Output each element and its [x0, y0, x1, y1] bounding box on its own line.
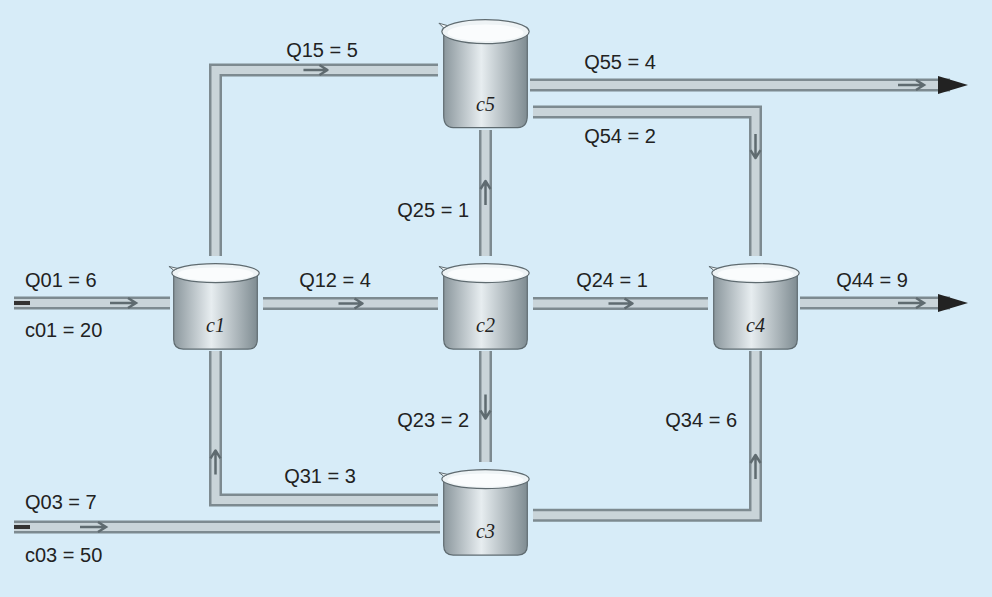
beaker-body	[444, 479, 528, 555]
flow-label: Q31 = 3	[281, 464, 359, 488]
beaker-liquid	[448, 24, 524, 41]
beaker-label: c1	[206, 314, 225, 337]
beaker-rim	[442, 264, 529, 283]
beaker-outline	[438, 256, 533, 351]
beaker-outline	[168, 256, 263, 351]
beaker-spout	[709, 266, 718, 270]
flow-arrow	[609, 299, 633, 309]
flow-label: Q01 = 6	[22, 268, 100, 292]
beaker-label: c2	[476, 314, 495, 337]
beaker-label: c3	[476, 520, 495, 543]
pipe-bore	[263, 300, 438, 308]
flow-arrow	[303, 65, 327, 75]
beaker-label: c4	[746, 314, 765, 337]
pipe-wall	[479, 130, 492, 256]
beaker-rim	[712, 264, 799, 283]
pipe-bore	[533, 112, 756, 256]
beaker-rim	[172, 264, 259, 283]
beaker-node: c4	[708, 256, 803, 351]
beaker-liquid	[178, 267, 254, 280]
flow-label: Q44 = 9	[833, 268, 911, 292]
flow-label: c01 = 20	[22, 318, 105, 342]
beaker-spout	[169, 266, 178, 270]
flow-label: Q55 = 4	[581, 50, 659, 74]
beaker-liquid	[718, 267, 794, 280]
pipe-wall	[216, 70, 439, 256]
beaker-body	[174, 273, 258, 349]
beaker-body	[444, 273, 528, 349]
beaker-liquid	[448, 473, 524, 486]
beaker-node: c5	[438, 10, 533, 130]
flow-arrow	[751, 455, 761, 479]
beaker-outline	[438, 462, 533, 557]
beaker-spout	[439, 266, 448, 270]
beaker-node: c1	[168, 256, 263, 351]
flow-arrow	[211, 450, 221, 474]
beaker-liquid	[448, 267, 524, 280]
beaker-rim	[442, 20, 529, 44]
beaker-node: c3	[438, 462, 533, 557]
pipe-wall	[533, 297, 708, 310]
flow-arrow	[751, 134, 761, 158]
flow-label: Q24 = 1	[573, 268, 651, 292]
beaker-spout	[439, 23, 448, 28]
outflow-pipe	[530, 76, 968, 312]
flow-arrow	[481, 181, 491, 205]
flow-arrow	[481, 395, 491, 419]
beaker-outline	[708, 256, 803, 351]
flow-label: Q15 = 5	[283, 38, 361, 62]
pipe-connector	[216, 65, 439, 256]
beaker-body	[444, 32, 528, 128]
beaker-label: c5	[476, 93, 495, 116]
flow-label: c03 = 50	[22, 543, 105, 567]
flow-label: Q54 = 2	[581, 124, 659, 148]
pipe-bore	[482, 130, 490, 256]
pipe-bore	[482, 351, 490, 462]
pipe-wall	[263, 297, 438, 310]
pipe-bore	[216, 70, 439, 256]
flow-label: Q34 = 6	[662, 408, 740, 432]
pipe-bore	[533, 351, 756, 515]
flow-label: Q12 = 4	[296, 268, 374, 292]
pipe-wall	[533, 112, 756, 256]
beaker-node: c2	[438, 256, 533, 351]
pipe-connector	[481, 351, 491, 462]
pipe-bore	[533, 300, 708, 308]
pipe-connector	[263, 299, 438, 309]
beaker-spout	[439, 472, 448, 476]
beaker-rim	[442, 470, 529, 489]
flow-label: Q23 = 2	[394, 408, 472, 432]
pipe-connector	[533, 351, 761, 515]
pipe-connector	[533, 299, 708, 309]
flow-arrow	[339, 299, 363, 309]
beaker-body	[714, 273, 798, 349]
flow-label: Q03 = 7	[22, 490, 100, 514]
flow-label: Q25 = 1	[394, 198, 472, 222]
pipe-connector	[481, 130, 491, 256]
pipe-wall	[479, 351, 492, 462]
pipe-wall	[533, 351, 756, 515]
pipe-connector	[533, 112, 761, 256]
